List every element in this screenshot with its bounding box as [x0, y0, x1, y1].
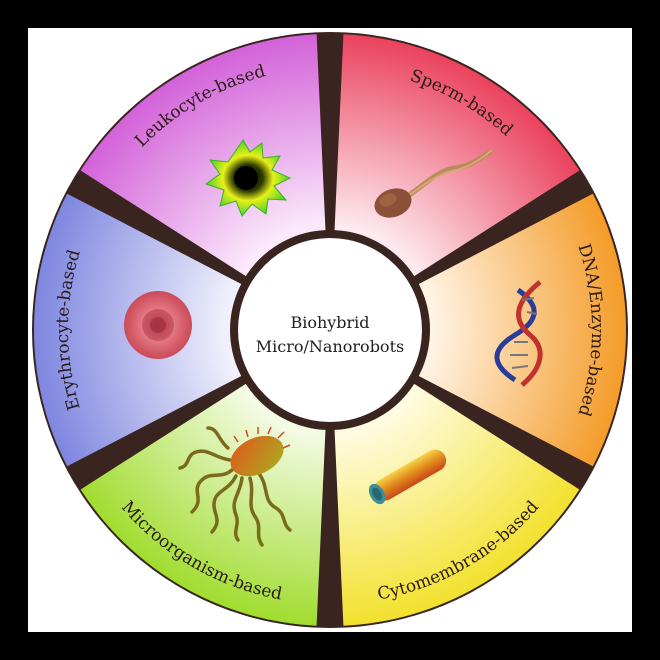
membrane-tube-icon	[368, 449, 447, 505]
leukocyte-icon	[204, 139, 292, 217]
segment-dna-enzyme	[333, 193, 626, 467]
erythrocyte-icon	[124, 291, 192, 359]
sperm-icon	[374, 149, 493, 218]
center-title-line2: Micro/Nanorobots	[256, 337, 404, 356]
dna-helix-icon	[494, 280, 543, 387]
microorganism-icon	[178, 426, 292, 547]
center-circle	[238, 238, 422, 422]
center-title-line1: Biohybrid	[290, 313, 369, 332]
